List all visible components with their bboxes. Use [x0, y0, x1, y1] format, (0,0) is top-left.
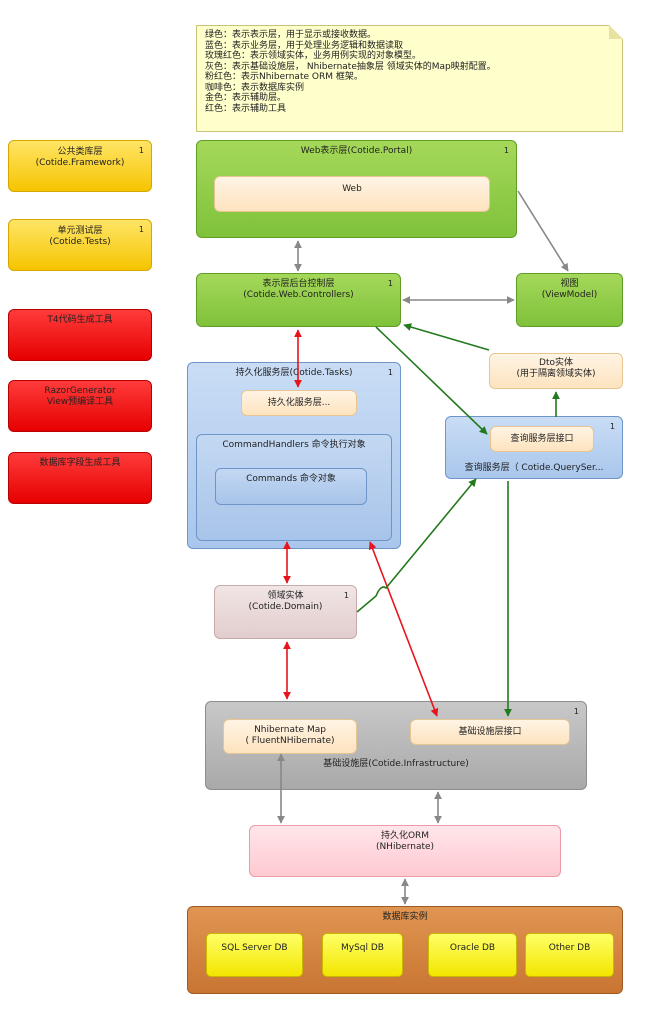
infra-layer-title: 基础设施层(Cotide.Infrastructure) [323, 759, 469, 769]
legend-line-green: 绿色：表示表示层，用于显示或接收数据。 [205, 30, 377, 40]
db-item[interactable]: MySql DB [322, 933, 403, 977]
dto-sub: (用于隔离领域实体) [516, 369, 596, 379]
db-item-label: MySql DB [341, 943, 384, 953]
db-item[interactable]: SQL Server DB [206, 933, 303, 977]
dbfield-tool-title: 数据库字段生成工具 [39, 458, 121, 468]
tasks-service-box[interactable]: 持久化服务层... [241, 390, 357, 416]
razor-tool-box[interactable]: RazorGenerator View预编译工具 [8, 380, 152, 432]
db-item-label: Other DB [548, 943, 591, 953]
infra-iface-box[interactable]: 基础设施层接口 [410, 719, 570, 745]
viewmodel-box[interactable]: 视图 (ViewModel) [516, 273, 623, 327]
db-item[interactable]: Other DB [525, 933, 614, 977]
nhibernate-map-title: Nhibernate Map [254, 725, 326, 735]
controllers-layer-title: 表示层后台控制层 [262, 279, 335, 289]
tasks-layer-title: 持久化服务层(Cotide.Tasks) [235, 368, 353, 378]
commands-title: Commands 命令对象 [246, 474, 336, 484]
controllers-layer-num: 1 [387, 279, 393, 288]
legend-line-blue: 蓝色：表示业务层，用于处理业务逻辑和数据读取 [205, 40, 404, 51]
legend-line-rose: 玫瑰红色：表示领域实体，业务用例实现的对象模型。 [205, 51, 422, 61]
arrow-tasks-infra-iface [368, 541, 439, 717]
legend-note: 绿色：表示表示层，用于显示或接收数据。 蓝色：表示业务层，用于处理业务逻辑和数据… [196, 25, 623, 132]
note-fold-corner [609, 25, 623, 39]
nhibernate-map-sub: ( FluentNHibernate) [245, 736, 335, 746]
dto-title: Dto实体 [539, 358, 573, 368]
razor-tool-title: RazorGenerator [44, 386, 116, 396]
portal-layer-title: Web表示层(Cotide.Portal) [300, 146, 413, 156]
orm-box[interactable]: 持久化ORM (NHibernate) [249, 825, 561, 877]
tests-layer-sub: (Cotide.Tests) [49, 237, 111, 247]
domain-layer-box[interactable]: 领域实体 (Cotide.Domain) 1 [214, 585, 357, 639]
domain-layer-num: 1 [343, 591, 349, 600]
framework-layer-title: 公共类库层 [57, 147, 103, 157]
tests-layer-box[interactable]: 单元测试层 (Cotide.Tests) 1 [8, 219, 152, 271]
legend-line-pink: 粉红色：表示Nhibernate ORM 框架。 [205, 72, 363, 82]
domain-layer-title: 领域实体 [267, 591, 304, 601]
tests-layer-title: 单元测试层 [57, 226, 103, 236]
viewmodel-sub: (ViewModel) [541, 290, 598, 300]
razor-tool-sub: View预编译工具 [46, 397, 114, 407]
controllers-layer-sub: (Cotide.Web.Controllers) [243, 290, 354, 300]
framework-layer-box[interactable]: 公共类库层 (Cotide.Framework) 1 [8, 140, 152, 192]
database-title: 数据库实例 [382, 912, 428, 922]
query-layer-num: 1 [609, 422, 615, 431]
db-item[interactable]: Oracle DB [428, 933, 517, 977]
query-layer-box[interactable]: 查询服务层（ Cotide.QuerySer... 1 查询服务层接口 [445, 416, 623, 479]
database-box[interactable]: 数据库实例 SQL Server DB MySql DB Oracle DB O… [187, 906, 623, 994]
arrow-portal-viewmodel [517, 190, 569, 272]
web-box[interactable]: Web [214, 176, 490, 212]
db-item-label: SQL Server DB [221, 943, 288, 953]
controllers-layer-box[interactable]: 表示层后台控制层 (Cotide.Web.Controllers) 1 [196, 273, 401, 327]
orm-title: 持久化ORM [380, 831, 430, 841]
tests-layer-num: 1 [138, 225, 144, 234]
dto-box[interactable]: Dto实体 (用于隔离领域实体) [489, 353, 623, 389]
command-handlers-title: CommandHandlers 命令执行对象 [222, 440, 366, 450]
arrow-dto-controllers [403, 323, 490, 351]
t4-tool-box[interactable]: T4代码生成工具 [8, 309, 152, 361]
framework-layer-sub: (Cotide.Framework) [35, 158, 125, 168]
t4-tool-title: T4代码生成工具 [47, 315, 113, 325]
viewmodel-title: 视图 [560, 279, 579, 289]
legend-line-gold: 金色：表示辅助层。 [205, 93, 287, 103]
legend-line-brown: 咖啡色：表示数据库实例 [205, 82, 305, 93]
query-iface-title: 查询服务层接口 [510, 434, 574, 444]
web-box-title: Web [342, 184, 362, 194]
command-handlers-box[interactable]: CommandHandlers 命令执行对象 Commands 命令对象 [196, 434, 392, 541]
tasks-layer-num: 1 [387, 368, 393, 377]
portal-layer-box[interactable]: Web表示层(Cotide.Portal) 1 Web [196, 140, 517, 238]
infra-iface-title: 基础设施层接口 [458, 727, 522, 737]
framework-layer-num: 1 [138, 146, 144, 155]
infra-layer-num: 1 [573, 707, 579, 716]
db-item-label: Oracle DB [449, 943, 496, 953]
query-iface-box[interactable]: 查询服务层接口 [490, 426, 594, 452]
tasks-service-title: 持久化服务层... [267, 398, 331, 408]
orm-sub: (NHibernate) [375, 842, 435, 852]
dbfield-tool-box[interactable]: 数据库字段生成工具 [8, 452, 152, 504]
domain-layer-sub: (Cotide.Domain) [248, 602, 323, 612]
commands-box[interactable]: Commands 命令对象 [215, 468, 367, 505]
tasks-layer-box[interactable]: 持久化服务层(Cotide.Tasks) 1 持久化服务层... Command… [187, 362, 401, 549]
query-layer-title: 查询服务层（ Cotide.QuerySer... [464, 463, 604, 473]
portal-layer-num: 1 [503, 146, 509, 155]
legend-line-gray: 灰色：表示基础设施层， Nhibernate抽象层 领域实体的Map映射配置。 [205, 61, 496, 72]
legend-line-red: 红色：表示辅助工具 [205, 103, 287, 114]
nhibernate-map-box[interactable]: Nhibernate Map ( FluentNHibernate) [223, 719, 357, 754]
infra-layer-box[interactable]: 基础设施层(Cotide.Infrastructure) 1 Nhibernat… [205, 701, 587, 790]
